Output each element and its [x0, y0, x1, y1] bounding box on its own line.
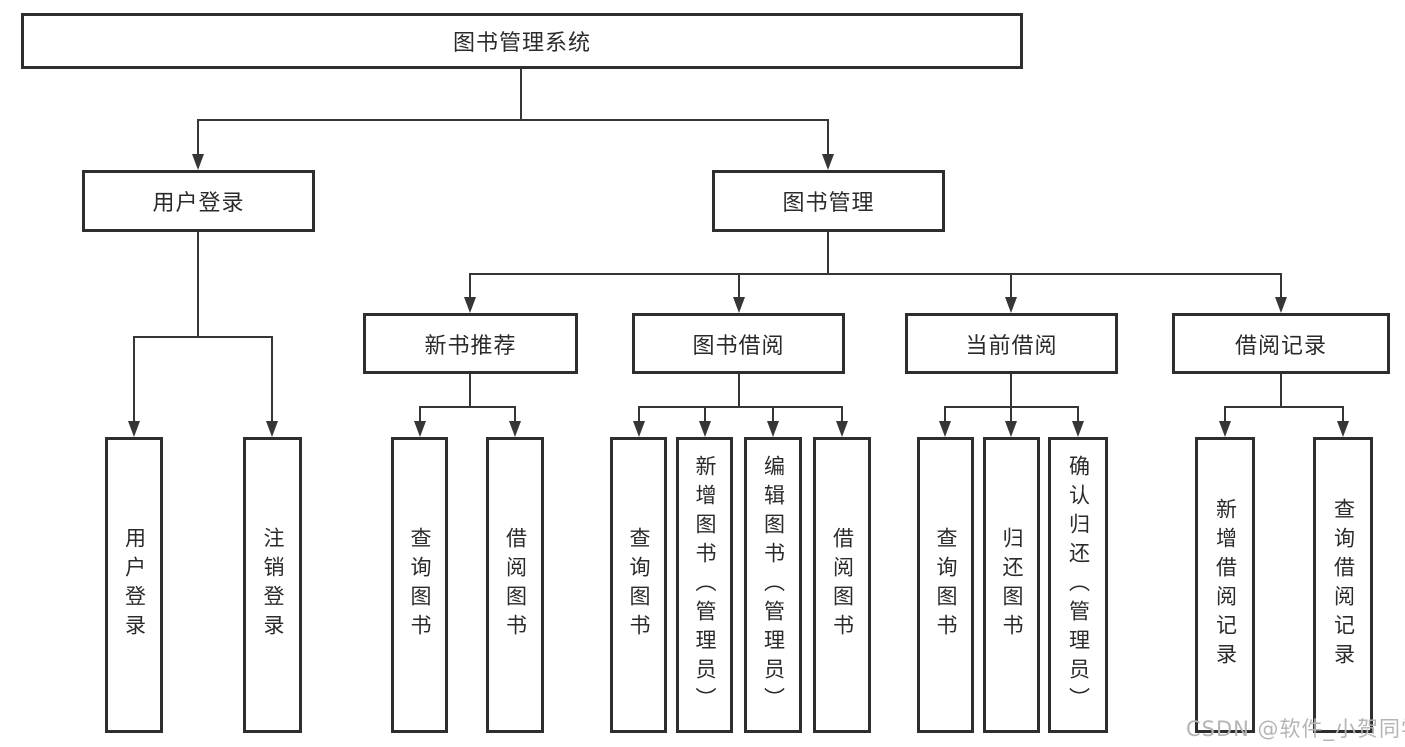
leaf-add-borrow-record: 新增借阅记录 [1195, 437, 1255, 733]
connector-line [704, 406, 706, 421]
leaf-query-books-recommend: 查询图书 [391, 437, 448, 733]
leaf-borrow-books-recommend: 借阅图书 [486, 437, 544, 733]
connector-line [1010, 374, 1012, 406]
connector-line [197, 232, 199, 336]
connector-line [1010, 273, 1012, 297]
arrow-down-icon [1072, 421, 1084, 437]
node-book-management: 图书管理 [712, 170, 945, 232]
connector-line [944, 406, 946, 421]
connector-line [738, 273, 740, 297]
arrow-down-icon [128, 421, 140, 437]
leaf-label: 新增借阅记录 [1213, 498, 1238, 672]
leaf-label: 用户登录 [122, 527, 147, 643]
leaf-label: 归还图书 [1000, 527, 1024, 643]
connector-line [1224, 406, 1344, 408]
connector-line [841, 406, 843, 421]
connector-line [772, 406, 774, 421]
connector-line [469, 273, 1282, 275]
leaf-label: 查询图书 [408, 527, 432, 643]
leaf-user-login: 用户登录 [105, 437, 163, 733]
connector-line [271, 336, 273, 421]
leaf-label: 新增图书（管理员） [693, 454, 717, 716]
leaf-confirm-return-admin: 确认归还（管理员） [1048, 437, 1108, 733]
leaf-edit-books-admin: 编辑图书（管理员） [744, 437, 802, 733]
leaf-query-books-current: 查询图书 [917, 437, 974, 733]
arrow-down-icon [767, 421, 779, 437]
arrow-down-icon [192, 154, 204, 170]
arrow-down-icon [1005, 297, 1017, 313]
leaf-query-borrow-record: 查询借阅记录 [1313, 437, 1373, 733]
arrow-down-icon [1337, 421, 1349, 437]
connector-line [469, 273, 471, 297]
arrow-down-icon [822, 154, 834, 170]
arrow-down-icon [733, 297, 745, 313]
connector-line [419, 406, 516, 408]
leaf-label: 借阅图书 [830, 527, 855, 643]
node-library-system: 图书管理系统 [21, 13, 1023, 69]
node-borrowing-records: 借阅记录 [1172, 313, 1390, 374]
connector-line [133, 336, 273, 338]
leaf-label: 查询图书 [934, 527, 958, 643]
connector-line [133, 336, 135, 421]
leaf-label: 注销登录 [261, 527, 285, 643]
csdn-watermark: CSDN @软件_小贺同学 [1186, 717, 1405, 741]
leaf-borrow-books-borrowing: 借阅图书 [813, 437, 871, 733]
arrow-down-icon [266, 421, 278, 437]
arrow-down-icon [633, 421, 645, 437]
leaf-label: 查询图书 [627, 527, 651, 643]
connector-line [1280, 273, 1282, 297]
arrow-down-icon [939, 421, 951, 437]
connector-line [1010, 406, 1012, 421]
arrow-down-icon [836, 421, 848, 437]
connector-line [197, 119, 199, 154]
connector-line [197, 119, 829, 121]
connector-line [514, 406, 516, 421]
node-new-book-recommend: 新书推荐 [363, 313, 578, 374]
connector-line [638, 406, 640, 421]
leaf-label: 编辑图书（管理员） [761, 454, 786, 716]
connector-line [827, 119, 829, 154]
connector-line [1342, 406, 1344, 421]
connector-line [520, 69, 522, 119]
connector-line [1224, 406, 1226, 421]
leaf-logout: 注销登录 [243, 437, 302, 733]
connector-line [827, 232, 829, 273]
leaf-label: 查询借阅记录 [1331, 498, 1356, 672]
arrow-down-icon [414, 421, 426, 437]
arrow-down-icon [509, 421, 521, 437]
connector-line [419, 406, 421, 421]
node-current-borrowing: 当前借阅 [905, 313, 1118, 374]
node-book-borrowing: 图书借阅 [632, 313, 845, 374]
connector-line [1280, 374, 1282, 406]
connector-line [1077, 406, 1079, 421]
arrow-down-icon [1005, 421, 1017, 437]
leaf-return-books: 归还图书 [983, 437, 1040, 733]
leaf-query-books-borrowing: 查询图书 [610, 437, 667, 733]
arrow-down-icon [699, 421, 711, 437]
node-user-login: 用户登录 [82, 170, 315, 232]
arrow-down-icon [1219, 421, 1231, 437]
leaf-add-books-admin: 新增图书（管理员） [676, 437, 733, 733]
connector-line [738, 374, 740, 406]
arrow-down-icon [1275, 297, 1287, 313]
arrow-down-icon [464, 297, 476, 313]
connector-line [469, 374, 471, 406]
leaf-label: 确认归还（管理员） [1066, 454, 1091, 716]
connector-line [638, 406, 843, 408]
leaf-label: 借阅图书 [503, 527, 528, 643]
